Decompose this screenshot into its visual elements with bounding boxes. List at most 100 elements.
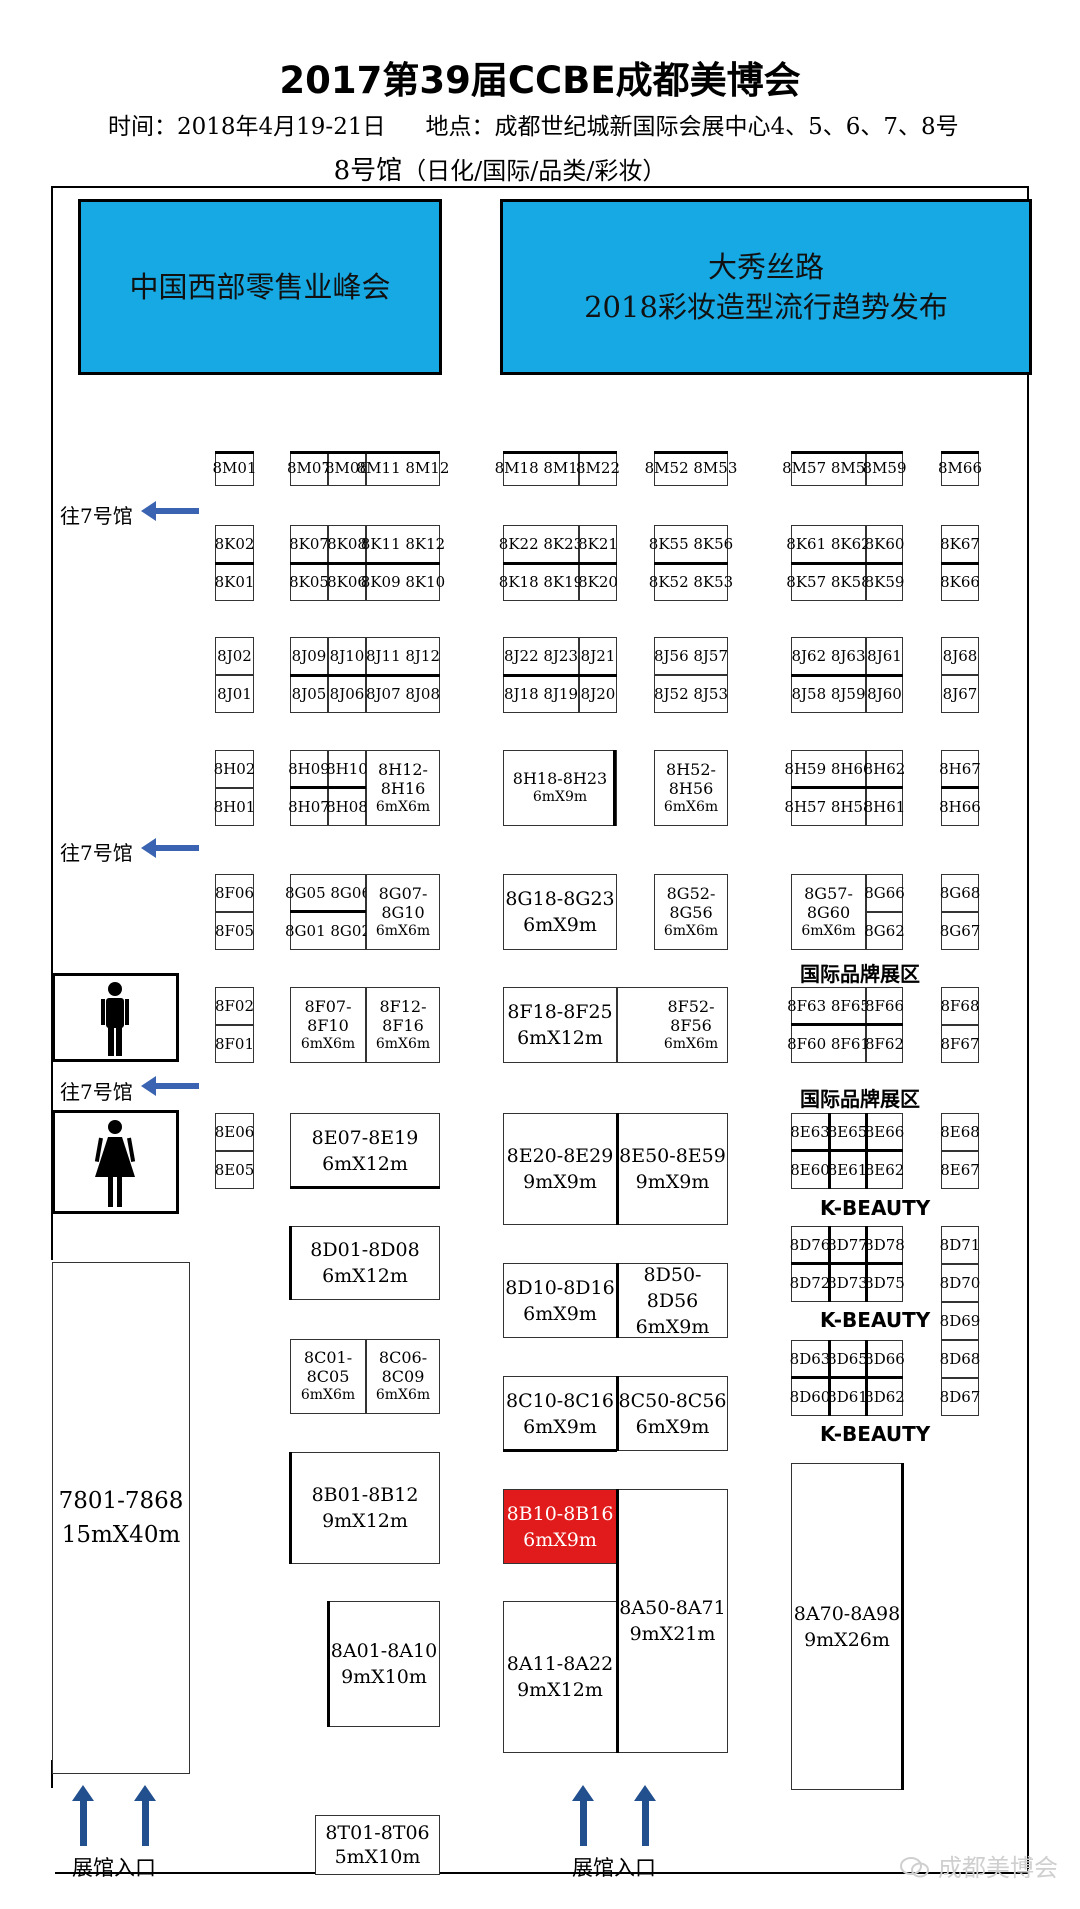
booth-8D70[interactable]: 8D70 bbox=[940, 1264, 980, 1302]
booth-8D63[interactable]: 8D63 bbox=[790, 1340, 830, 1378]
booth-8J01[interactable]: 8J01 bbox=[215, 675, 254, 713]
booth-8H08[interactable]: 8H08 bbox=[326, 788, 368, 826]
booth-8D71[interactable]: 8D71 bbox=[940, 1226, 980, 1264]
booth-8K20[interactable]: 8K20 bbox=[578, 563, 618, 601]
booth-8J02[interactable]: 8J02 bbox=[215, 637, 254, 675]
booth-8M22[interactable]: 8M22 bbox=[576, 451, 620, 486]
booth-8G68[interactable]: 8G68 bbox=[940, 874, 980, 912]
booth-8F06[interactable]: 8F06 bbox=[215, 874, 254, 912]
booth-8M11-8M12[interactable]: 8M11 8M12 bbox=[357, 451, 449, 486]
booth-8K67[interactable]: 8K67 bbox=[940, 525, 980, 563]
booth-8J21[interactable]: 8J21 bbox=[579, 637, 617, 675]
booth-8M18-8M19[interactable]: 8M18 8M19 bbox=[495, 451, 587, 486]
booth-8K02[interactable]: 8K02 bbox=[215, 525, 254, 563]
booth-8E05[interactable]: 8E05 bbox=[215, 1151, 254, 1189]
booth-8J18-8J19[interactable]: 8J18 8J19 bbox=[503, 675, 579, 713]
booth-8D77[interactable]: 8D77 bbox=[827, 1226, 868, 1264]
booth-8K22-8K23[interactable]: 8K22 8K23 bbox=[499, 525, 583, 563]
booth-8J62-8J63[interactable]: 8J62 8J63 bbox=[791, 637, 866, 675]
booth-8E65[interactable]: 8E65 bbox=[828, 1113, 867, 1151]
booth-8K52-8K53[interactable]: 8K52 8K53 bbox=[649, 563, 733, 601]
booth-8M08[interactable]: 8M08 bbox=[325, 451, 369, 486]
booth-8G01-8G02[interactable]: 8G01 8G02 bbox=[285, 912, 371, 950]
booth-8J07-8J08[interactable]: 8J07 8J08 bbox=[366, 675, 440, 713]
booth-8D73[interactable]: 8D73 bbox=[827, 1264, 868, 1302]
booth-8J10[interactable]: 8J10 bbox=[328, 637, 366, 675]
booth-8F68[interactable]: 8F68 bbox=[940, 987, 980, 1025]
booth-8M59[interactable]: 8M59 bbox=[863, 451, 907, 486]
booth-8M57-8M58[interactable]: 8M57 8M58 bbox=[782, 451, 875, 486]
booth-8F60-8F61[interactable]: 8F60 8F61 bbox=[787, 1025, 870, 1063]
booth-8G66[interactable]: 8G66 bbox=[864, 874, 905, 912]
booth-8H67[interactable]: 8H67 bbox=[939, 750, 981, 788]
booth-8K08[interactable]: 8K08 bbox=[327, 525, 367, 563]
booth-8K05[interactable]: 8K05 bbox=[289, 563, 329, 601]
booth-8H10[interactable]: 8H10 bbox=[326, 750, 368, 788]
booth-8E60[interactable]: 8E60 bbox=[790, 1151, 830, 1189]
booth-8K61-8K62[interactable]: 8K61 8K62 bbox=[786, 525, 871, 563]
booth-8H02[interactable]: 8H02 bbox=[214, 750, 255, 788]
booth-8F02[interactable]: 8F02 bbox=[215, 987, 254, 1025]
booth-8E61[interactable]: 8E61 bbox=[828, 1151, 867, 1189]
booth-8J22-8J23[interactable]: 8J22 8J23 bbox=[503, 637, 579, 675]
booth-8D60[interactable]: 8D60 bbox=[790, 1378, 830, 1416]
booth-8M66[interactable]: 8M66 bbox=[938, 451, 982, 486]
booth-8H62[interactable]: 8H62 bbox=[864, 750, 905, 788]
booth-8D62[interactable]: 8D62 bbox=[864, 1378, 905, 1416]
booth-8F67[interactable]: 8F67 bbox=[940, 1025, 980, 1063]
booth-8E68[interactable]: 8E68 bbox=[940, 1113, 980, 1151]
booth-8J20[interactable]: 8J20 bbox=[579, 675, 617, 713]
booth-8M07[interactable]: 8M07 bbox=[287, 451, 331, 486]
booth-8M01[interactable]: 8M01 bbox=[213, 451, 257, 486]
booth-8M52-8M53[interactable]: 8M52 8M53 bbox=[645, 451, 737, 486]
booth-8F66[interactable]: 8F66 bbox=[865, 987, 904, 1025]
booth-8J11-8J12[interactable]: 8J11 8J12 bbox=[366, 637, 440, 675]
booth-8D68[interactable]: 8D68 bbox=[940, 1340, 980, 1378]
booth-8F05[interactable]: 8F05 bbox=[215, 912, 254, 950]
booth-8G05-8G06[interactable]: 8G05 8G06 bbox=[285, 874, 371, 912]
booth-8D69[interactable]: 8D69 bbox=[940, 1302, 980, 1340]
booth-8F01[interactable]: 8F01 bbox=[215, 1025, 254, 1063]
booth-8J61[interactable]: 8J61 bbox=[866, 637, 903, 675]
booth-8D65[interactable]: 8D65 bbox=[827, 1340, 868, 1378]
booth-8D67[interactable]: 8D67 bbox=[940, 1378, 980, 1416]
booth-8J06[interactable]: 8J06 bbox=[328, 675, 366, 713]
booth-8F62[interactable]: 8F62 bbox=[865, 1025, 904, 1063]
booth-8D75[interactable]: 8D75 bbox=[864, 1264, 905, 1302]
booth-8K60[interactable]: 8K60 bbox=[865, 525, 904, 563]
booth-8J67[interactable]: 8J67 bbox=[941, 675, 979, 713]
booth-8J60[interactable]: 8J60 bbox=[866, 675, 903, 713]
booth-8E66[interactable]: 8E66 bbox=[865, 1113, 904, 1151]
booth-8K11-8K12[interactable]: 8K11 8K12 bbox=[361, 525, 445, 563]
booth-8D78[interactable]: 8D78 bbox=[864, 1226, 905, 1264]
booth-8H09[interactable]: 8H09 bbox=[288, 750, 330, 788]
booth-8G67[interactable]: 8G67 bbox=[940, 912, 980, 950]
booth-8H59-8H60[interactable]: 8H59 8H60 bbox=[784, 750, 873, 788]
booth-8H01[interactable]: 8H01 bbox=[214, 788, 255, 826]
booth-8K21[interactable]: 8K21 bbox=[578, 525, 618, 563]
